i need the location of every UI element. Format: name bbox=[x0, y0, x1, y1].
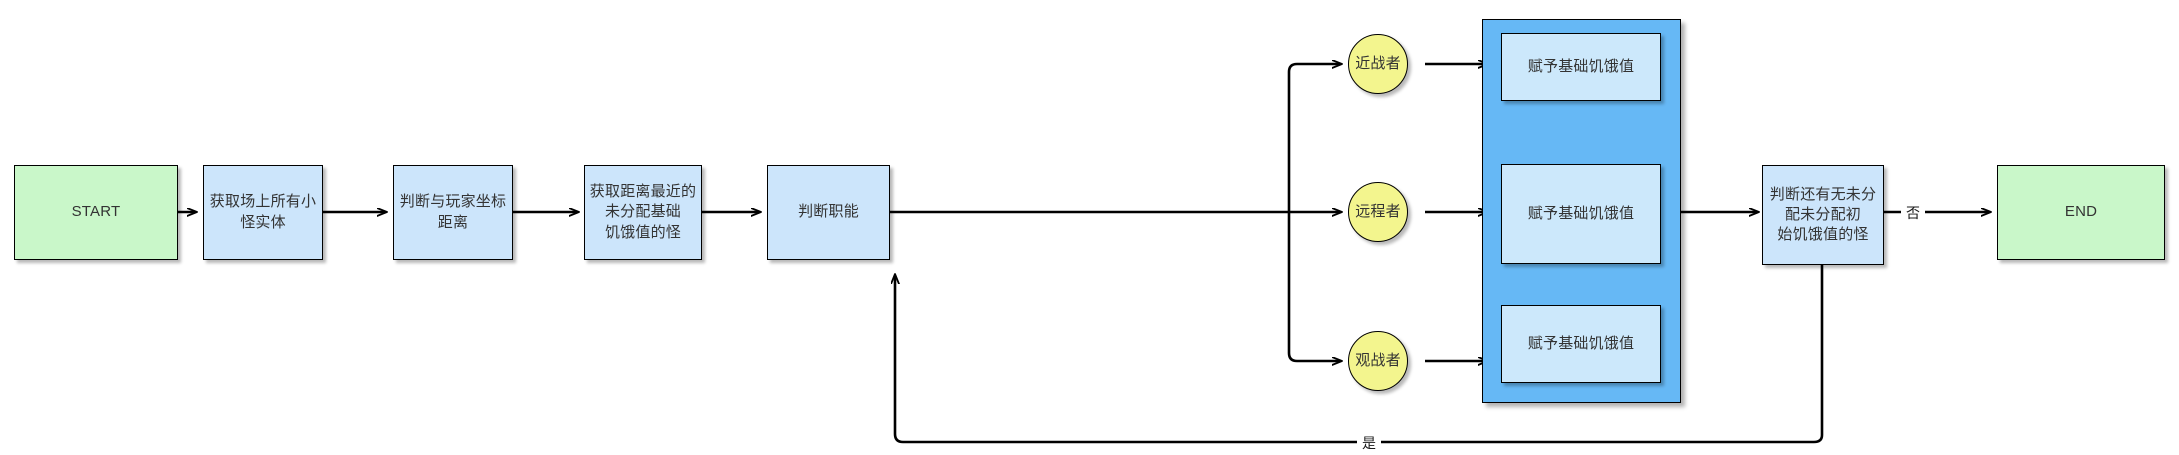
edge-branch-to-spectator bbox=[1287, 212, 1341, 361]
node-start-label: START bbox=[71, 203, 121, 221]
node-check-distance[interactable]: 判断与玩家坐标距离 bbox=[393, 165, 513, 260]
node-assign-melee[interactable]: 赋予基础饥饿值 bbox=[1501, 33, 1661, 101]
node-end-label: END bbox=[2064, 203, 2098, 221]
node-assign-melee-label: 赋予基础饥饿值 bbox=[1527, 57, 1635, 75]
node-get-nearest[interactable]: 获取距离最近的未分配基础 饥饿值的怪 bbox=[584, 165, 702, 260]
edge-branch-to-melee bbox=[1287, 64, 1341, 212]
node-check-role-label: 判断职能 bbox=[798, 203, 859, 221]
node-role-spectator-label: 观战者 bbox=[1355, 351, 1401, 369]
edge-label-no-text: 否 bbox=[1906, 205, 1920, 221]
node-end[interactable]: END bbox=[1997, 165, 2165, 260]
node-get-entities[interactable]: 获取场上所有小怪实体 bbox=[203, 165, 323, 260]
node-role-melee-label: 近战者 bbox=[1355, 54, 1401, 72]
node-assign-ranged[interactable]: 赋予基础饥饿值 bbox=[1501, 164, 1661, 264]
node-assign-spectator-label: 赋予基础饥饿值 bbox=[1527, 334, 1635, 352]
node-role-melee[interactable]: 近战者 bbox=[1348, 34, 1408, 94]
edge-label-no: 否 bbox=[1901, 204, 1925, 222]
node-role-ranged[interactable]: 远程者 bbox=[1348, 182, 1408, 242]
node-get-nearest-label: 获取距离最近的未分配基础 饥饿值的怪 bbox=[589, 183, 697, 241]
node-check-distance-label: 判断与玩家坐标距离 bbox=[399, 193, 507, 231]
node-check-role[interactable]: 判断职能 bbox=[767, 165, 890, 260]
node-check-remaining-label: 判断还有无未分配未分配初 始饥饿值的怪 bbox=[1769, 185, 1877, 244]
node-check-remaining[interactable]: 判断还有无未分配未分配初 始饥饿值的怪 bbox=[1762, 165, 1884, 265]
edge-label-yes: 是 bbox=[1357, 434, 1381, 452]
node-role-spectator[interactable]: 观战者 bbox=[1348, 331, 1408, 391]
node-start[interactable]: START bbox=[14, 165, 178, 260]
edge-label-yes-text: 是 bbox=[1362, 435, 1376, 451]
node-assign-ranged-label: 赋予基础饥饿值 bbox=[1527, 204, 1635, 222]
node-get-entities-label: 获取场上所有小怪实体 bbox=[209, 193, 317, 231]
node-assign-spectator[interactable]: 赋予基础饥饿值 bbox=[1501, 305, 1661, 383]
node-role-ranged-label: 远程者 bbox=[1355, 202, 1401, 220]
